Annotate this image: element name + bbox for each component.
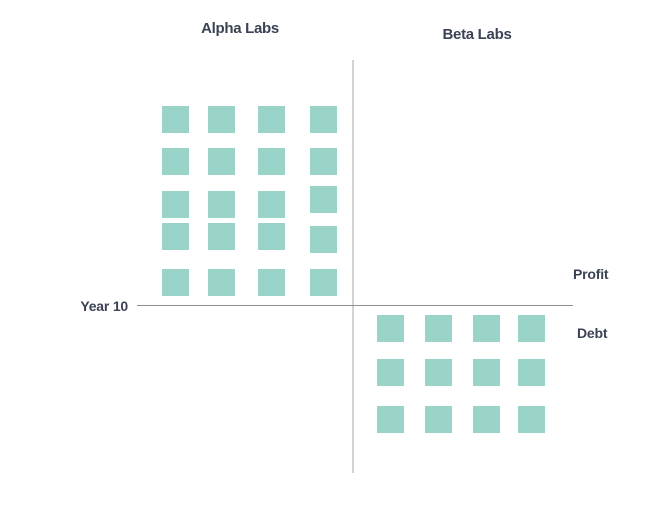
alpha-labs-title: Alpha Labs [201,20,279,37]
pictogram-square [518,406,545,433]
pictogram-square [377,315,404,342]
debt-axis-label: Debt [577,325,608,341]
pictogram-square [162,148,189,175]
pictogram-square [473,315,500,342]
pictogram-square [425,359,452,386]
pictogram-square [518,359,545,386]
pictogram-square [310,148,337,175]
pictogram-square [258,269,285,296]
pictogram-square [473,359,500,386]
pictogram-square [208,223,235,250]
pictogram-square [310,226,337,253]
pictogram-square [258,191,285,218]
pictogram-square [208,191,235,218]
pictogram-square [518,315,545,342]
pictogram-square [258,148,285,175]
vertical-divider-line [352,60,354,473]
pictogram-square [258,223,285,250]
pictogram-square [162,223,189,250]
pictogram-square [162,191,189,218]
pictogram-square [377,359,404,386]
year-axis-label: Year 10 [80,298,128,314]
pictogram-square [310,186,337,213]
pictogram-square [425,406,452,433]
pictogram-square [162,269,189,296]
pictogram-square [162,106,189,133]
pictogram-square [377,406,404,433]
horizontal-axis-line [137,304,573,306]
pictogram-square [425,315,452,342]
pictogram-square [208,148,235,175]
pictogram-square [208,106,235,133]
pictogram-square [258,106,285,133]
beta-labs-title: Beta Labs [442,26,512,43]
pictogram-square [473,406,500,433]
profit-axis-label: Profit [573,266,609,282]
pictogram-square [310,269,337,296]
pictogram-square [310,106,337,133]
pictogram-square [208,269,235,296]
